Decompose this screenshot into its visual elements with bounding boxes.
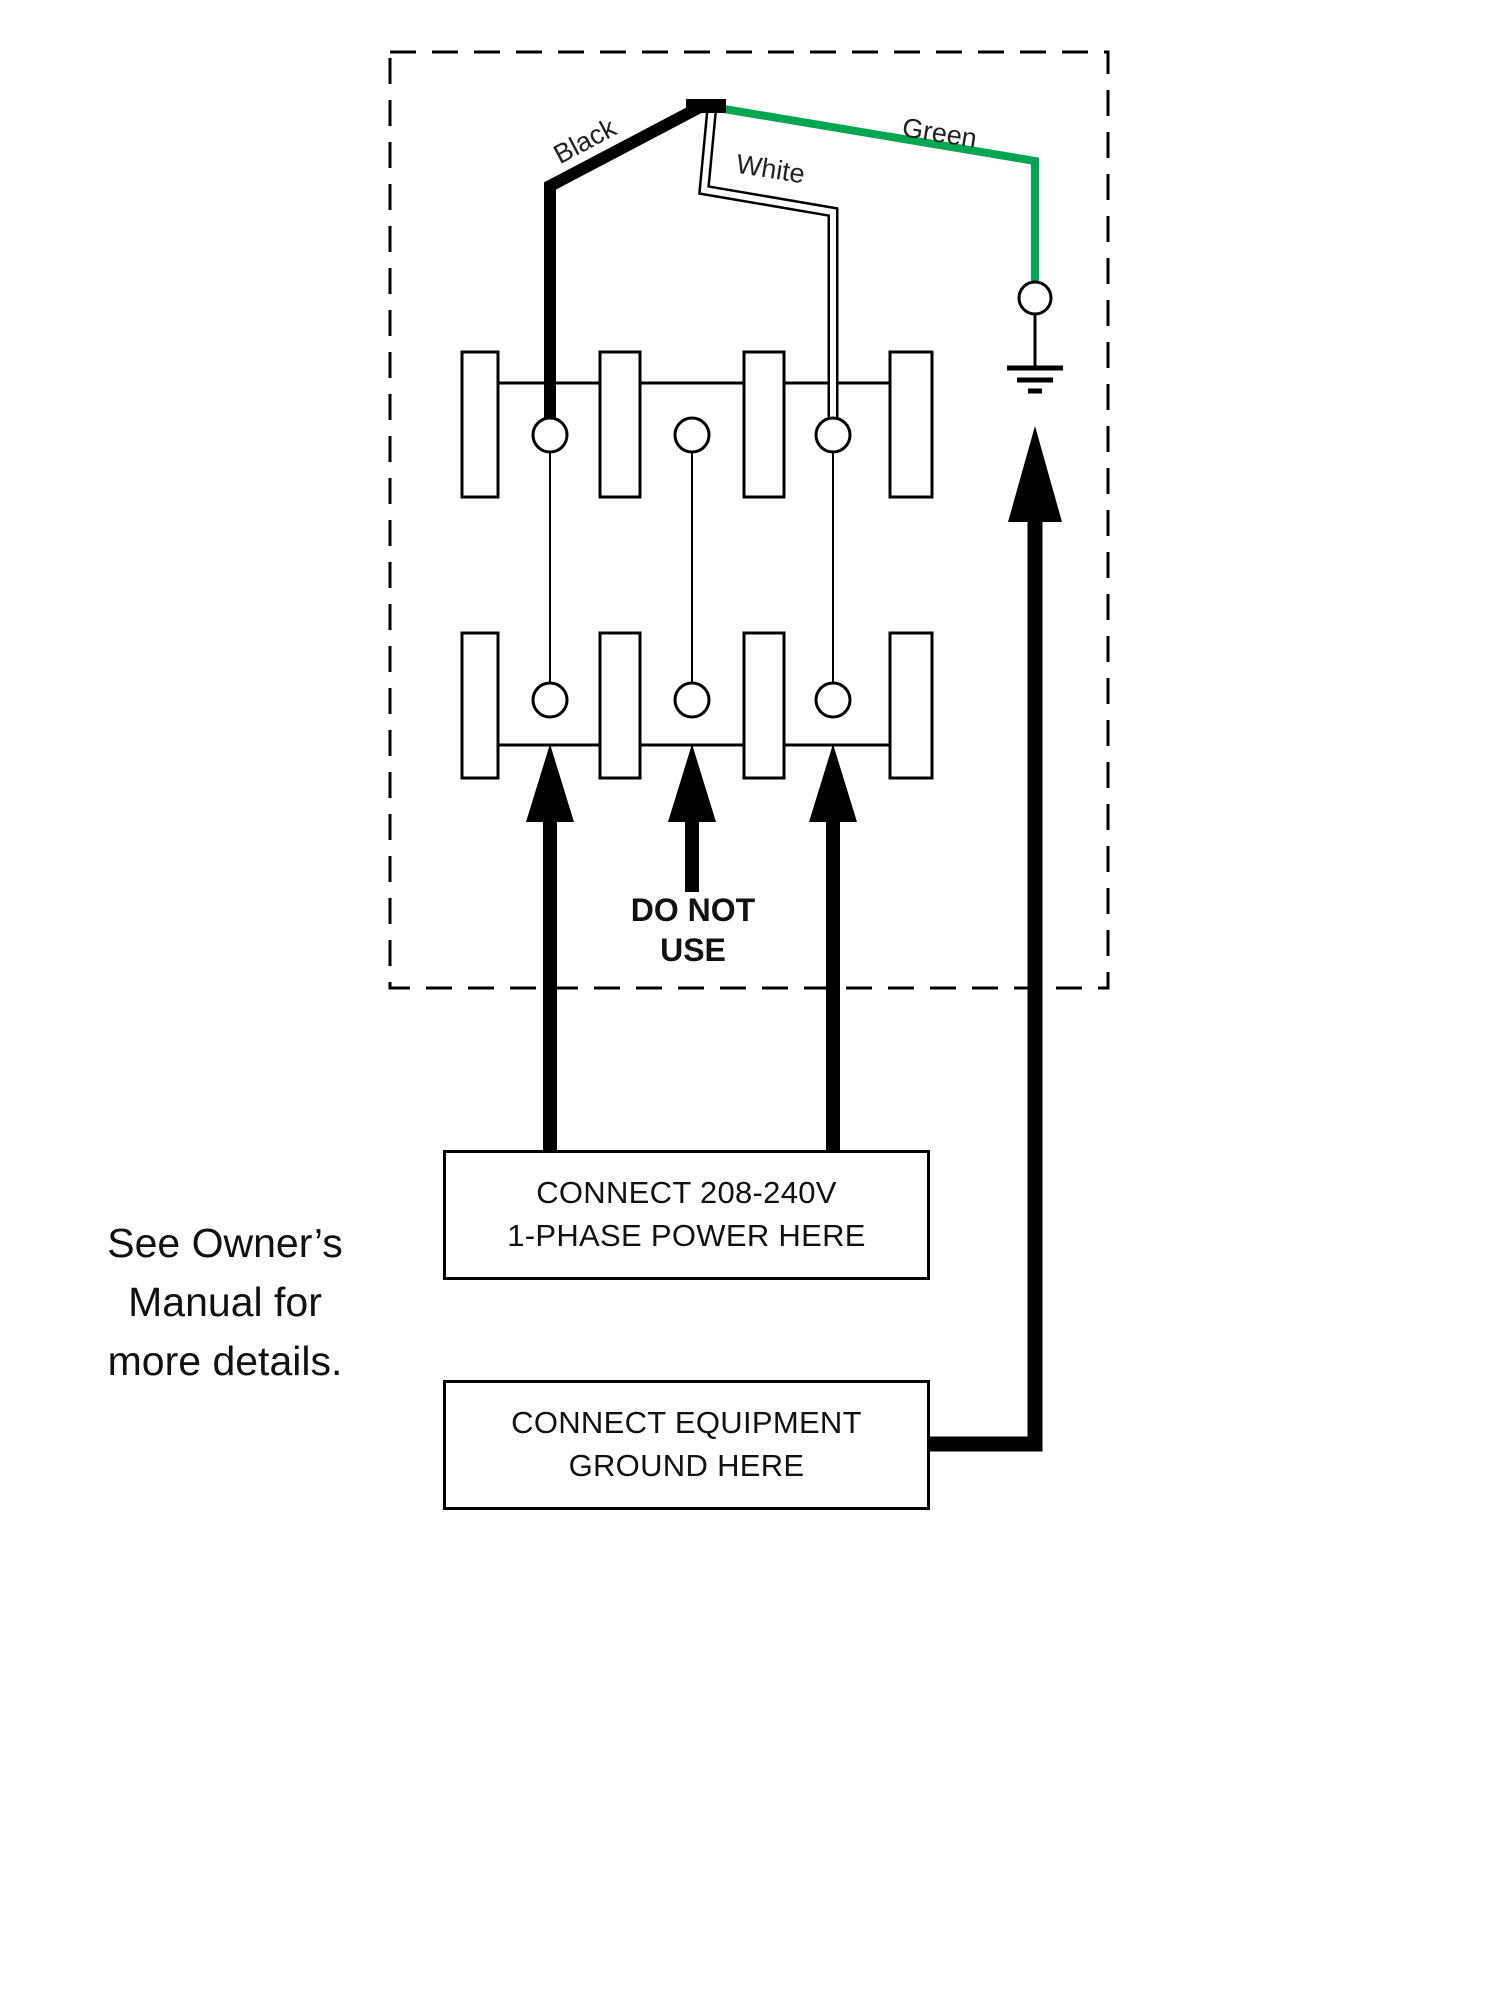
terminal-screw-top-right	[814, 416, 852, 454]
ground-arrow-shaft	[930, 520, 1043, 1452]
enclosure-dashed-border	[388, 50, 1110, 990]
white-wire	[700, 105, 836, 428]
terminal-block-segment	[742, 350, 786, 499]
do-not-use-warning: DO NOT USE	[598, 890, 788, 970]
do-not-use-line1: DO NOT	[630, 892, 756, 928]
note-line2: Manual for	[128, 1279, 322, 1326]
black-wire	[544, 100, 705, 430]
power-arrow-right-shaft	[826, 820, 840, 1150]
terminal-screw-top-left	[531, 416, 569, 454]
terminal-screw-bottom-left	[531, 681, 569, 719]
terminal-block-segment	[888, 631, 934, 780]
terminal-screw-bottom-middle	[673, 681, 711, 719]
note-line3: more details.	[107, 1338, 343, 1385]
terminal-screw-bottom-right	[814, 681, 852, 719]
note-line1: See Owner’s	[107, 1220, 343, 1266]
terminal-block-segment	[460, 350, 500, 499]
power-arrow-left-head	[526, 744, 574, 822]
power-callout-line2: 1-PHASE POWER HERE	[507, 1218, 866, 1253]
terminal-block-segment	[460, 631, 500, 780]
terminal-screws	[531, 416, 852, 719]
ground-callout-line1: CONNECT EQUIPMENT	[511, 1405, 862, 1441]
terminal-block	[460, 350, 934, 780]
power-connection-callout: CONNECT 208-240V 1-PHASE POWER HERE	[443, 1150, 930, 1280]
power-callout-line1: CONNECT 208-240V	[536, 1175, 837, 1211]
ground-callout-line2: GROUND HERE	[568, 1448, 805, 1483]
terminal-block-segment	[598, 631, 642, 780]
ground-lug	[1017, 280, 1053, 316]
terminal-screw-top-middle	[673, 416, 711, 454]
ground-arrow-head	[1008, 426, 1062, 522]
power-arrow-left-shaft	[543, 820, 557, 1150]
ground-connection-callout: CONNECT EQUIPMENT GROUND HERE	[443, 1380, 930, 1510]
cable-end-cap	[686, 99, 726, 113]
do-not-use-arrow-shaft	[685, 820, 699, 892]
do-not-use-arrow-head	[668, 744, 716, 822]
terminal-block-segment	[742, 631, 786, 780]
owners-manual-note: See Owner’s Manual for more details.	[55, 1214, 395, 1391]
green-wire	[723, 105, 1039, 288]
do-not-use-line2: USE	[660, 932, 726, 968]
ground-symbol	[1007, 280, 1063, 394]
supply-wires	[544, 99, 1039, 430]
pointer-arrows	[526, 426, 1062, 1452]
terminal-block-segment	[598, 350, 642, 499]
power-arrow-right-head	[809, 744, 857, 822]
terminal-block-segment	[888, 350, 934, 499]
